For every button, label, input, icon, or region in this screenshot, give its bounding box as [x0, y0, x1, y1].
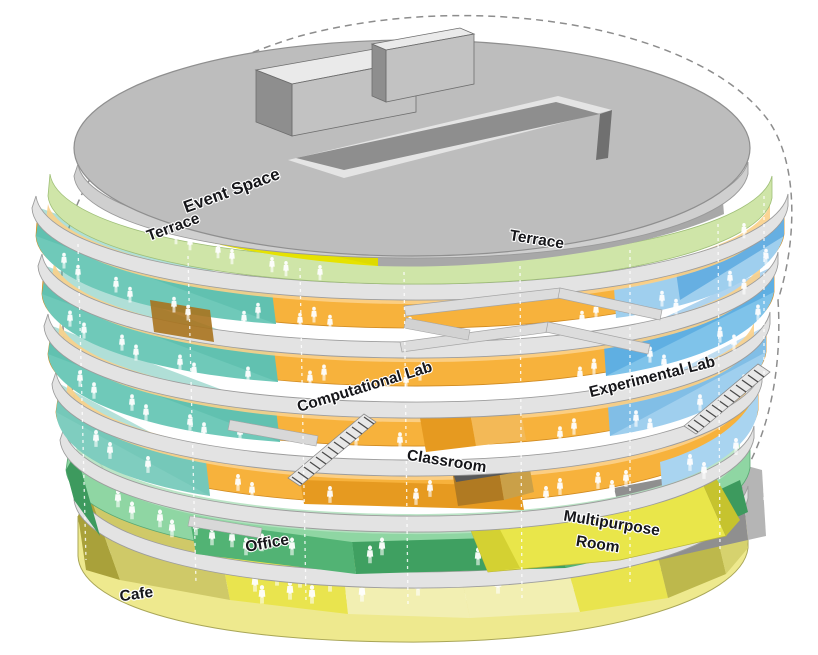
stair-computational-lab	[287, 413, 377, 487]
circulation-bridges	[187, 287, 663, 539]
slab-level-2	[59, 425, 755, 533]
mullion-grid	[77, 196, 765, 605]
zone-experimental-lab-upper	[608, 326, 766, 436]
label-cafe: Cafe	[119, 584, 155, 606]
roof-skylight-opening	[296, 102, 600, 170]
zone-computational-lab	[48, 326, 280, 442]
floor-multipurpose-room	[469, 478, 740, 573]
roof-deck	[73, 27, 751, 259]
mechanical-box-right	[370, 27, 476, 103]
slab-level-6	[31, 193, 789, 301]
slab-level-4	[43, 311, 771, 419]
stair-experimental-lab	[683, 363, 771, 435]
